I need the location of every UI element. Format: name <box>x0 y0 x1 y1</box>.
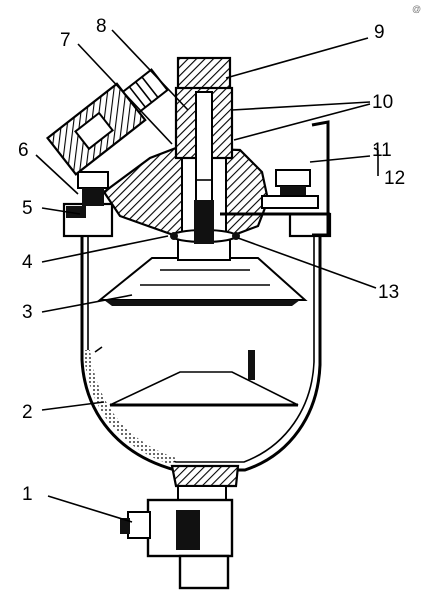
lower-baffle <box>94 346 299 407</box>
drain-fitting <box>120 464 240 590</box>
callout-9: 9 <box>374 22 385 43</box>
callout-11: 11 <box>372 140 392 161</box>
callout-4: 4 <box>22 252 33 273</box>
leader-lines <box>35 29 379 523</box>
upper-cone <box>97 237 308 306</box>
callout-1: 1 <box>22 484 33 505</box>
callout-6: 6 <box>18 140 29 161</box>
central-bolt <box>174 56 234 244</box>
callout-2: 2 <box>22 402 33 423</box>
corner-mark: @ <box>412 4 421 14</box>
inlet-fitting <box>46 68 169 176</box>
callout-5: 5 <box>22 198 33 219</box>
callout-7: 7 <box>60 30 71 51</box>
callout-13: 13 <box>378 282 399 303</box>
callout-8: 8 <box>96 16 107 37</box>
callout-10: 10 <box>372 92 393 113</box>
callout-3: 3 <box>22 302 33 323</box>
callout-12: 12 <box>384 168 405 189</box>
